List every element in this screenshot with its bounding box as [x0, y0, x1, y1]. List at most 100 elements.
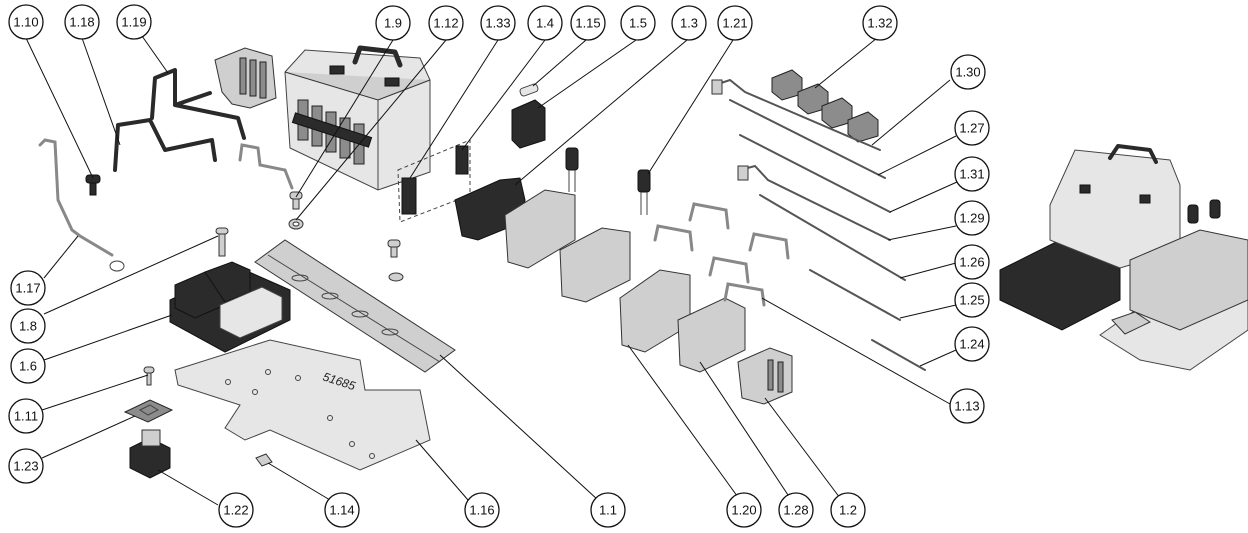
leader-1-12 [295, 39, 447, 221]
svg-text:1.31: 1.31 [959, 167, 984, 182]
leader-1-1 [439, 354, 599, 501]
svg-text:1.29: 1.29 [959, 211, 984, 226]
callout-1-31: 1.31 [954, 156, 990, 192]
svg-text:1.8: 1.8 [19, 319, 37, 334]
part-1-21-test-plug [637, 169, 651, 215]
leader-1-14 [267, 462, 331, 501]
callout-1-20: 1.20 [726, 492, 762, 528]
leader-1-13 [761, 297, 951, 405]
svg-text:1.16: 1.16 [469, 503, 494, 518]
leader-1-25 [899, 304, 957, 319]
svg-text:1.24: 1.24 [959, 337, 984, 352]
svg-text:1.30: 1.30 [955, 65, 980, 80]
part-1-4-marker [455, 145, 469, 175]
part-1-22-foot [129, 429, 171, 479]
svg-text:1.1: 1.1 [599, 503, 617, 518]
callout-1-13: 1.13 [949, 388, 985, 424]
leader-1-20 [627, 344, 741, 501]
callout-1-33: 1.33 [480, 5, 516, 41]
svg-text:1.26: 1.26 [959, 255, 984, 270]
callout-1-28: 1.28 [778, 492, 814, 528]
callout-1-12: 1.12 [428, 5, 464, 41]
svg-text:1.28: 1.28 [783, 503, 808, 518]
svg-text:1.19: 1.19 [121, 15, 146, 30]
callout-1-26: 1.26 [954, 244, 990, 280]
svg-text:1.12: 1.12 [433, 16, 458, 31]
svg-text:1.10: 1.10 [13, 15, 38, 30]
leader-1-2 [764, 397, 841, 499]
part-test-plug-b [565, 147, 579, 192]
callout-1-25: 1.25 [954, 282, 990, 318]
leader-1-16 [415, 439, 469, 501]
svg-text:1.3: 1.3 [680, 16, 698, 31]
part-1-12-washer [288, 218, 304, 230]
part-1-17-ground-wire [38, 138, 125, 272]
callout-1-10: 1.10 [8, 4, 44, 40]
leader-1-27 [877, 135, 957, 176]
callout-1-4: 1.4 [527, 5, 563, 41]
callout-1-18: 1.18 [64, 4, 100, 40]
callout-1-17: 1.17 [10, 270, 46, 306]
part-1-18-wire-bracket [113, 118, 217, 172]
leader-1-6 [43, 314, 173, 361]
part-1-19-wire-bracket [150, 68, 246, 140]
part-small-bracket [238, 143, 294, 190]
callout-1-21: 1.21 [717, 5, 753, 41]
callout-1-23: 1.23 [8, 448, 44, 484]
callout-1-14: 1.14 [324, 492, 360, 528]
callout-1-32: 1.32 [862, 5, 898, 41]
part-1-10-screw [85, 174, 101, 196]
callout-1-27: 1.27 [954, 110, 990, 146]
callout-1-3: 1.3 [671, 5, 707, 41]
part-1-5-fuse-holder [511, 99, 546, 149]
svg-text:1.11: 1.11 [14, 409, 38, 424]
part-rail-screw [387, 239, 404, 282]
leader-1-31 [889, 181, 958, 213]
part-1-13-jumper-links [653, 202, 790, 307]
svg-text:1.6: 1.6 [19, 359, 37, 374]
callout-1-24: 1.24 [954, 326, 990, 362]
part-1-2-end-clamp [737, 347, 793, 405]
leader-1-5 [537, 39, 637, 109]
part-1-1-din-rail [254, 239, 456, 373]
leader-1-32 [814, 37, 878, 89]
part-end-clip-top [214, 47, 277, 109]
svg-text:1.4: 1.4 [536, 16, 554, 31]
part-1-15-fuse [519, 83, 539, 97]
svg-text:1.23: 1.23 [13, 459, 38, 474]
leader-1-17 [43, 235, 79, 279]
svg-text:1.2: 1.2 [839, 503, 857, 518]
leader-1-8 [43, 235, 219, 315]
svg-text:1.18: 1.18 [69, 15, 94, 30]
part-contactor [284, 45, 431, 191]
leader-1-30 [871, 79, 951, 146]
callout-1-15: 1.15 [570, 5, 606, 41]
leader-1-10 [25, 37, 94, 179]
svg-text:1.20: 1.20 [731, 503, 756, 518]
leader-1-28 [699, 361, 791, 499]
callout-1-19: 1.19 [116, 4, 152, 40]
svg-text:1.33: 1.33 [485, 16, 510, 31]
leader-1-9 [295, 39, 394, 198]
callout-1-6: 1.6 [10, 348, 46, 384]
leader-1-3 [514, 39, 688, 186]
part-1-32-connectors [771, 69, 879, 143]
svg-text:1.22: 1.22 [223, 503, 248, 518]
callout-1-29: 1.29 [954, 200, 990, 236]
svg-text:1.5: 1.5 [629, 16, 647, 31]
leader-lines [25, 35, 958, 506]
leader-1-19 [141, 35, 169, 74]
part-bus-bars [711, 78, 926, 371]
svg-text:1.14: 1.14 [329, 503, 354, 518]
callout-1-22: 1.22 [218, 492, 254, 528]
part-1-8-bolt [215, 227, 229, 257]
callout-1-16: 1.16 [464, 492, 500, 528]
callout-1-8: 1.8 [10, 308, 46, 344]
leader-1-15 [532, 39, 587, 87]
leader-1-29 [887, 225, 957, 241]
leader-1-33 [409, 39, 499, 179]
svg-text:1.32: 1.32 [867, 16, 892, 31]
callout-1-11: 1.11 [8, 398, 44, 434]
callouts: 1.10 1.18 1.19 1.9 1.12 1.33 1.4 1.15 1.… [8, 4, 990, 528]
